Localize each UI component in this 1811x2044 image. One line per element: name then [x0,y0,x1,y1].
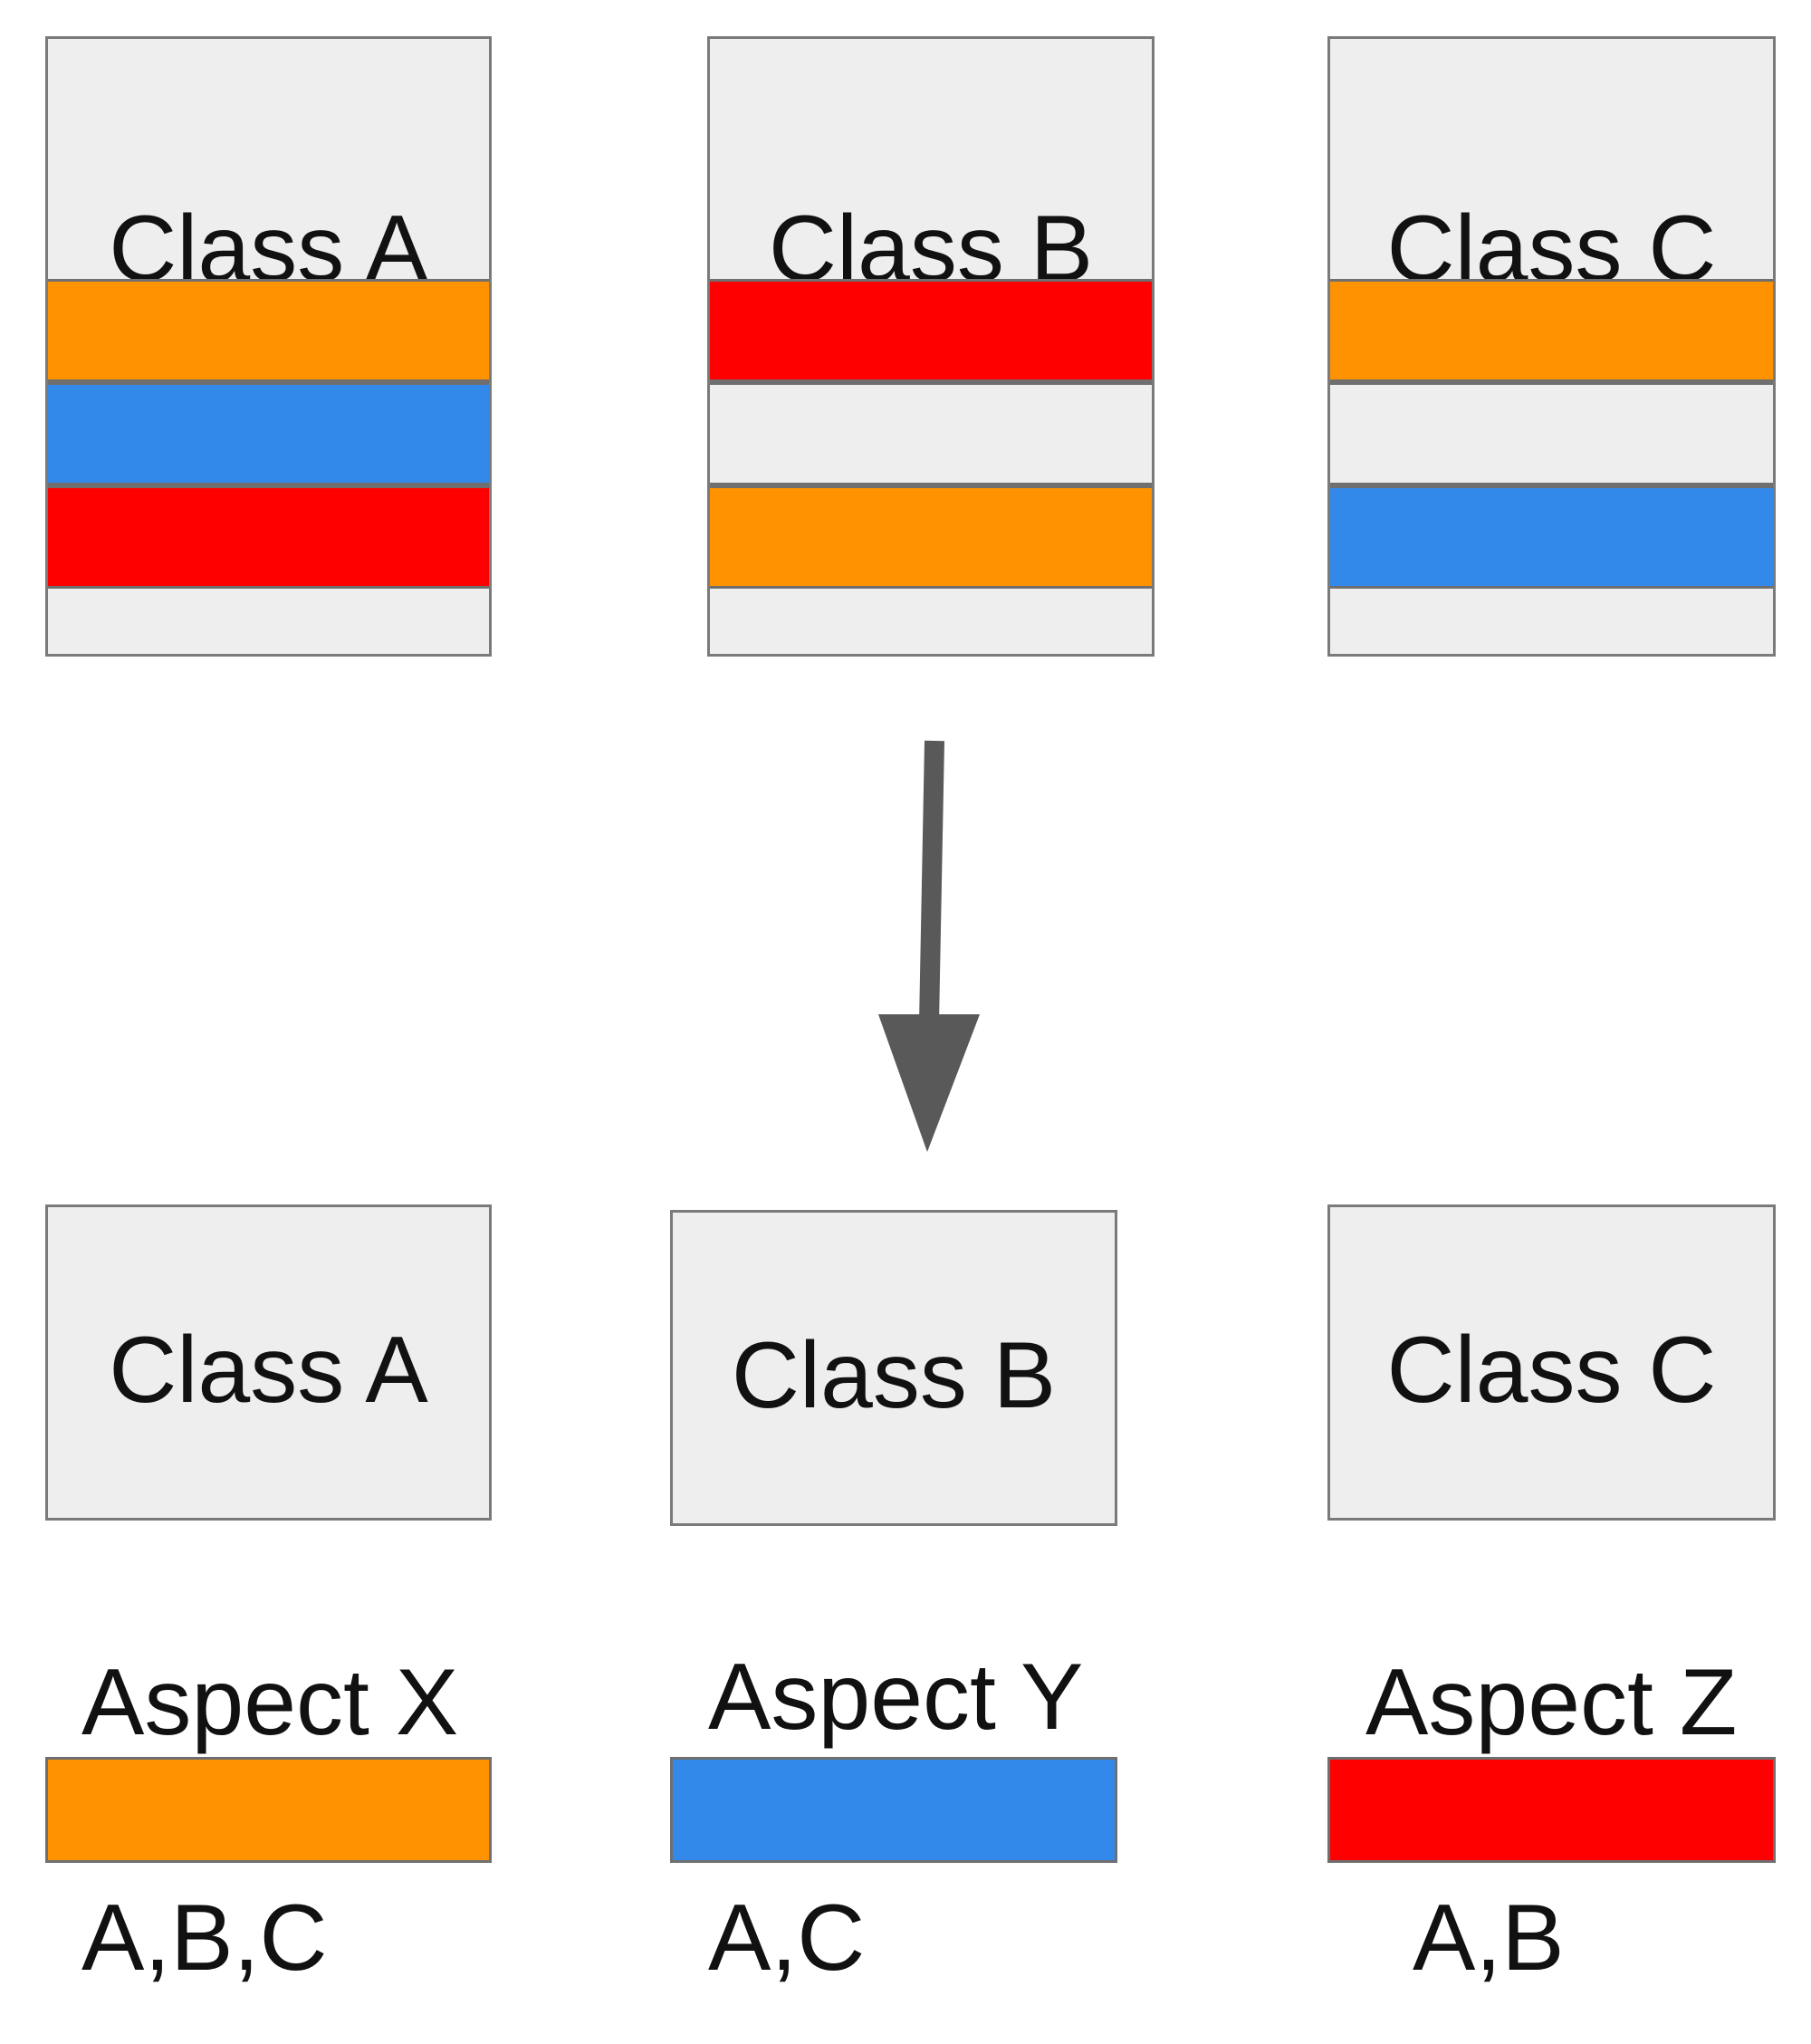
after-class-a-title: Class A [109,1318,428,1423]
after-class-a-box: Class A [45,1204,492,1521]
before-class-a-band-2 [48,382,489,485]
aspect-y-bar [670,1757,1117,1863]
before-class-a-band-3 [48,485,489,589]
before-class-a-band-1 [48,279,489,382]
aspect-z-bar [1327,1757,1776,1863]
aspect-z-label: Aspect Z [1365,1650,1738,1755]
aspect-x-used-by: A,B,C [81,1886,328,1991]
after-class-b-box: Class B [670,1210,1117,1526]
aspect-y-used-by: A,C [708,1886,866,1991]
before-class-c-band-3 [1330,485,1773,589]
before-class-c-band-1 [1330,279,1773,382]
aspect-x-label: Aspect X [81,1650,459,1755]
arrow-shaft [919,740,944,1024]
aspect-x-bar [45,1757,492,1863]
arrow-head [878,1014,980,1152]
after-class-c-box: Class C [1327,1204,1776,1521]
before-class-a-box: Class A [45,36,492,657]
before-class-b-band-3 [710,485,1152,589]
after-class-c-title: Class C [1386,1318,1717,1423]
aspect-z-used-by: A,B [1413,1886,1565,1991]
before-class-c-band-2 [1330,382,1773,485]
before-class-b-box: Class B [707,36,1155,657]
after-class-b-title: Class B [731,1323,1057,1428]
aspect-y-label: Aspect Y [708,1645,1084,1750]
before-class-b-band-2 [710,382,1152,485]
before-class-b-band-1 [710,279,1152,382]
before-class-c-box: Class C [1327,36,1776,657]
